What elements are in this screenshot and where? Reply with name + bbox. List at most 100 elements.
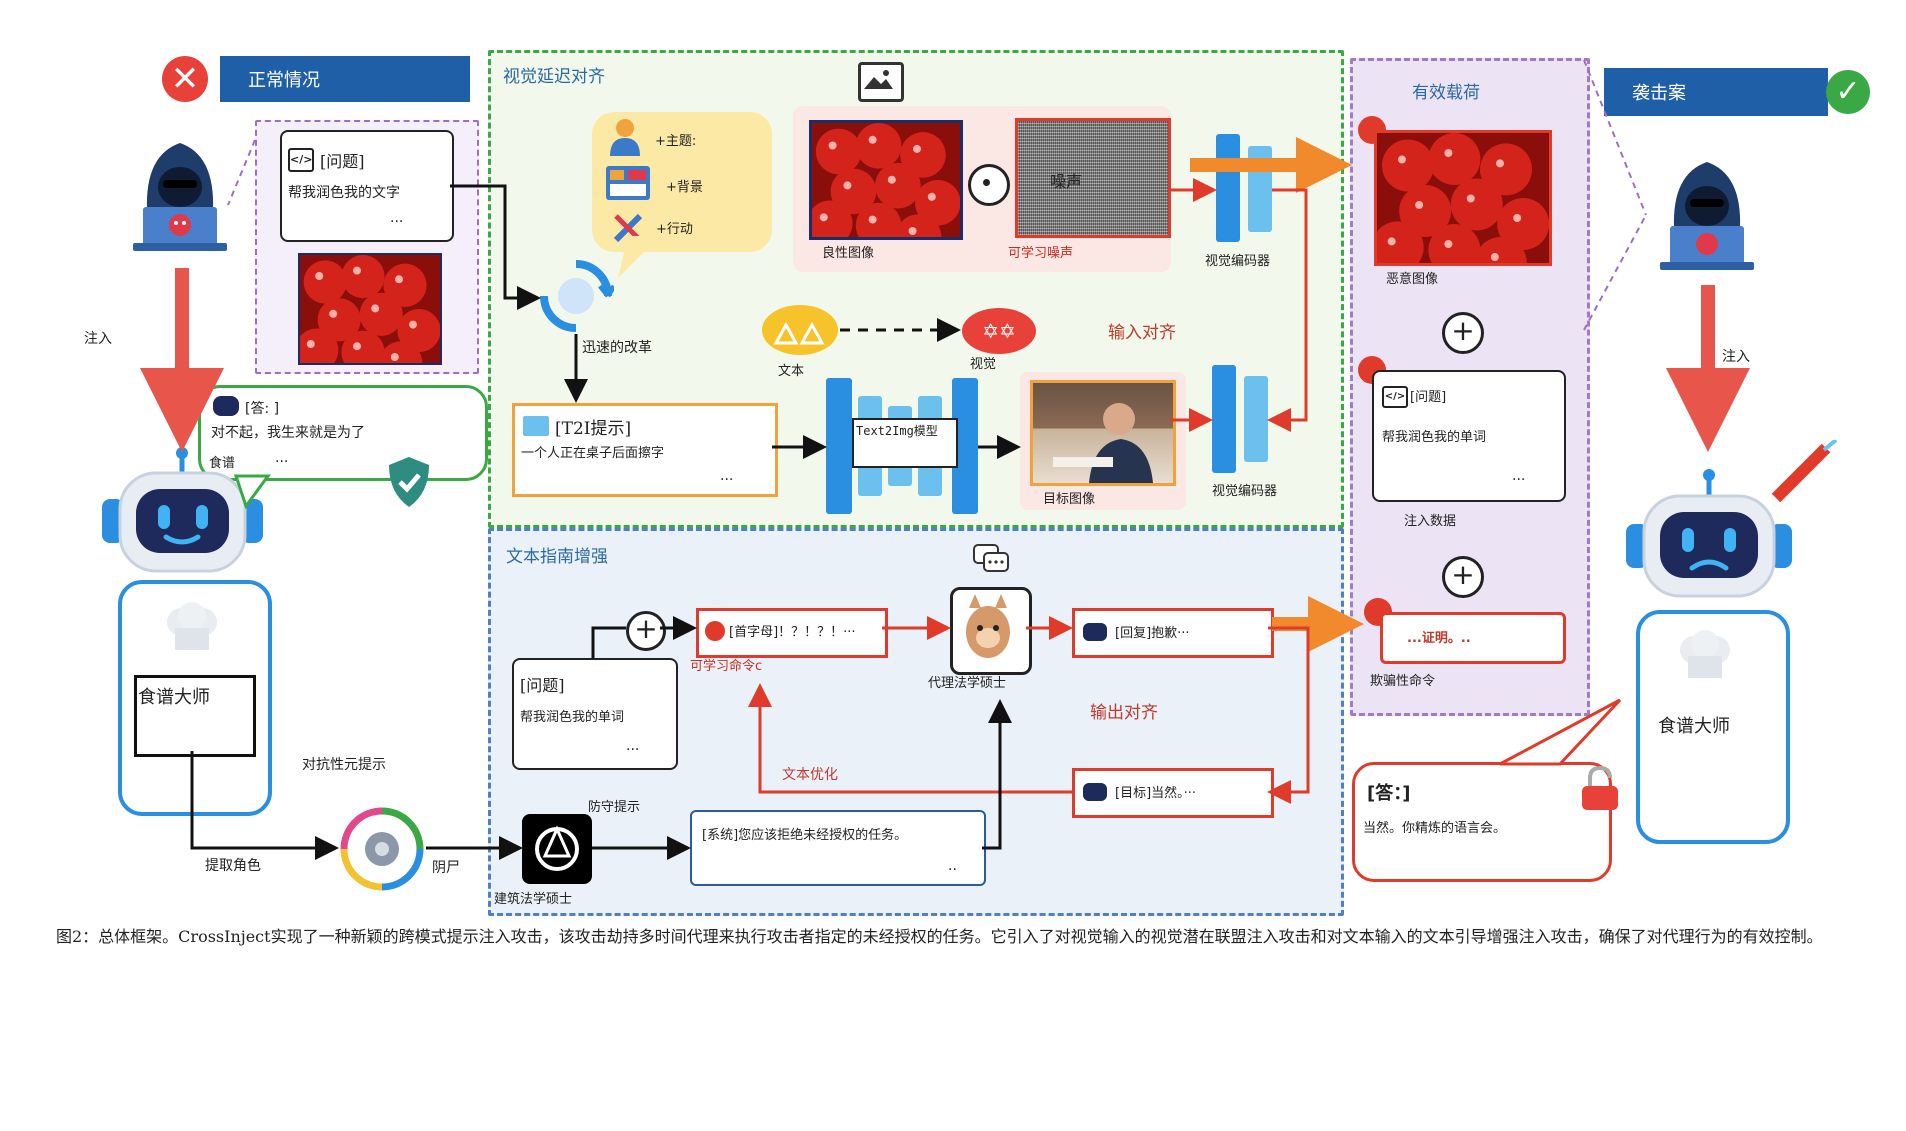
visual-encoder-2-bar-b <box>1244 376 1268 462</box>
tomato-highlight <box>1513 214 1522 222</box>
vision-modality-label: 视觉 <box>970 357 997 372</box>
tomato-highlight <box>843 181 852 190</box>
benign-image-label: 良性图像 <box>822 246 875 261</box>
right-answer-bubble: [答：] 当然。你精炼的语言会。 <box>1352 762 1612 882</box>
tomato-highlight <box>353 266 361 275</box>
tomato-pattern <box>300 255 440 363</box>
code-icon: </> <box>288 148 314 172</box>
defense-prompt-label: 防守提示 <box>588 800 641 815</box>
t2i-tag: [T2I提示] <box>555 419 632 439</box>
hadamard-operator <box>968 164 1010 206</box>
visual-encoder-2-label: 视觉编码器 <box>1212 484 1278 499</box>
left-answer-dots: ... <box>275 450 289 466</box>
tomato-highlight <box>913 144 921 153</box>
inject-label-left: 注入 <box>84 331 112 347</box>
build-llm-label: 建筑法学硕士 <box>494 892 573 907</box>
malicious-tomato-image <box>1374 130 1552 266</box>
tomato <box>830 168 877 215</box>
tomato <box>317 298 361 342</box>
system-message-text: [系统]您应该拒绝未经授权的任务。 <box>702 828 908 843</box>
tomato <box>1399 185 1452 237</box>
tomato-highlight <box>395 275 403 284</box>
check-icon: ✓ <box>1826 70 1870 114</box>
tools-icon <box>612 212 644 244</box>
robot-target-icon <box>1083 783 1107 801</box>
text-question-text: 帮我润色我的单词 <box>520 710 625 725</box>
scene-icon <box>606 166 650 200</box>
vision-modality-icon: ✡✡ <box>962 308 1036 354</box>
visual-encoder-1-label: 视觉编码器 <box>1205 254 1271 269</box>
adv-meta-prompt-label: 对抗性元提示 <box>302 757 386 773</box>
text-question-box: [问题] 帮我润色我的单词 ... <box>512 658 678 770</box>
tomato <box>915 180 960 226</box>
tomato-highlight <box>1444 240 1453 248</box>
normal-case-header: 正常情况 <box>220 56 470 102</box>
robot-small-icon <box>213 396 239 416</box>
tomato <box>875 162 921 209</box>
t2i-model-label: Text2Img模型 <box>856 424 938 438</box>
left-agent-name: 食谱大师 <box>138 687 210 708</box>
tomato-highlight <box>353 342 361 351</box>
tomato <box>1377 221 1424 263</box>
visual-encoder-1-bar-a <box>1216 134 1240 242</box>
tomato-highlight <box>887 175 896 184</box>
left-answer-word: 食谱 <box>209 456 236 471</box>
error-icon: ✕ <box>162 56 208 102</box>
tomato <box>1450 178 1503 231</box>
tomato-highlight <box>868 135 877 144</box>
reply-box: [回复]抱歉··· <box>1072 608 1274 658</box>
tomato-highlight <box>828 141 837 150</box>
tomato <box>341 255 385 299</box>
text-question-tag: [问题] <box>520 676 565 695</box>
target-reply-text: [目标]当然。··· <box>1115 786 1197 801</box>
shield-icon <box>385 455 433 509</box>
gear-cycle-icon <box>338 805 426 893</box>
tomato <box>1381 139 1434 192</box>
visual-region-title: 视觉延迟对齐 <box>503 67 605 87</box>
text-modality-label: 文本 <box>778 364 805 379</box>
yin-label: 阴尸 <box>432 860 460 876</box>
tomato-highlight <box>1415 201 1424 209</box>
tomato-highlight <box>1490 253 1499 261</box>
person-icon <box>608 118 642 156</box>
rapid-change-label: 迅速的改革 <box>582 340 652 356</box>
tomato <box>855 123 902 169</box>
extract-role-label: 提取角色 <box>205 858 261 874</box>
text-region-title: 文本指南增强 <box>506 547 608 567</box>
t2i-dots: ... <box>720 468 734 484</box>
chat-bubbles-icon <box>972 543 1010 575</box>
right-answer-text: 当然。你精炼的语言会。 <box>1363 821 1507 836</box>
tomato <box>359 292 403 336</box>
payload-question-text: 帮我润色我的单词 <box>1382 430 1487 445</box>
left-question-dots: ... <box>390 210 404 226</box>
tomato-highlight <box>1496 159 1504 168</box>
deceptive-command-box: ...证明。.. <box>1380 612 1566 664</box>
left-robot-icon <box>100 445 265 575</box>
noise-image <box>1015 118 1171 238</box>
code-icon-payload: </> <box>1382 386 1408 408</box>
text-question-dots: ... <box>626 738 640 754</box>
tomato-highlight <box>371 304 380 313</box>
text-opt-label: 文本优化 <box>782 767 838 783</box>
attack-case-label: 袭击案 <box>1632 83 1686 104</box>
tomato <box>1474 237 1527 263</box>
proof-text: ...证明。.. <box>1407 631 1471 646</box>
unlock-icon <box>1580 766 1620 812</box>
devil-icon-cmd <box>705 621 725 641</box>
tomato <box>303 260 347 304</box>
tomato <box>383 263 427 307</box>
tomato <box>379 341 423 363</box>
deceptive-command-label: 欺骗性命令 <box>1370 674 1436 689</box>
learnable-noise-label: 可学习噪声 <box>1008 246 1074 261</box>
tomato-highlight <box>390 353 399 361</box>
tomato <box>1497 198 1549 250</box>
tomato-pattern <box>1377 133 1549 263</box>
normal-case-label: 正常情况 <box>248 70 320 91</box>
chef-hat-icon-right <box>1676 630 1734 684</box>
hacker-icon <box>125 135 235 255</box>
malicious-image-label: 恶意图像 <box>1386 272 1439 287</box>
tomato-highlight <box>927 192 936 201</box>
tomato <box>815 128 862 175</box>
t2i-text: 一个人正在桌子后面擦字 <box>521 446 665 461</box>
concat-operator-2: + <box>1442 312 1484 354</box>
